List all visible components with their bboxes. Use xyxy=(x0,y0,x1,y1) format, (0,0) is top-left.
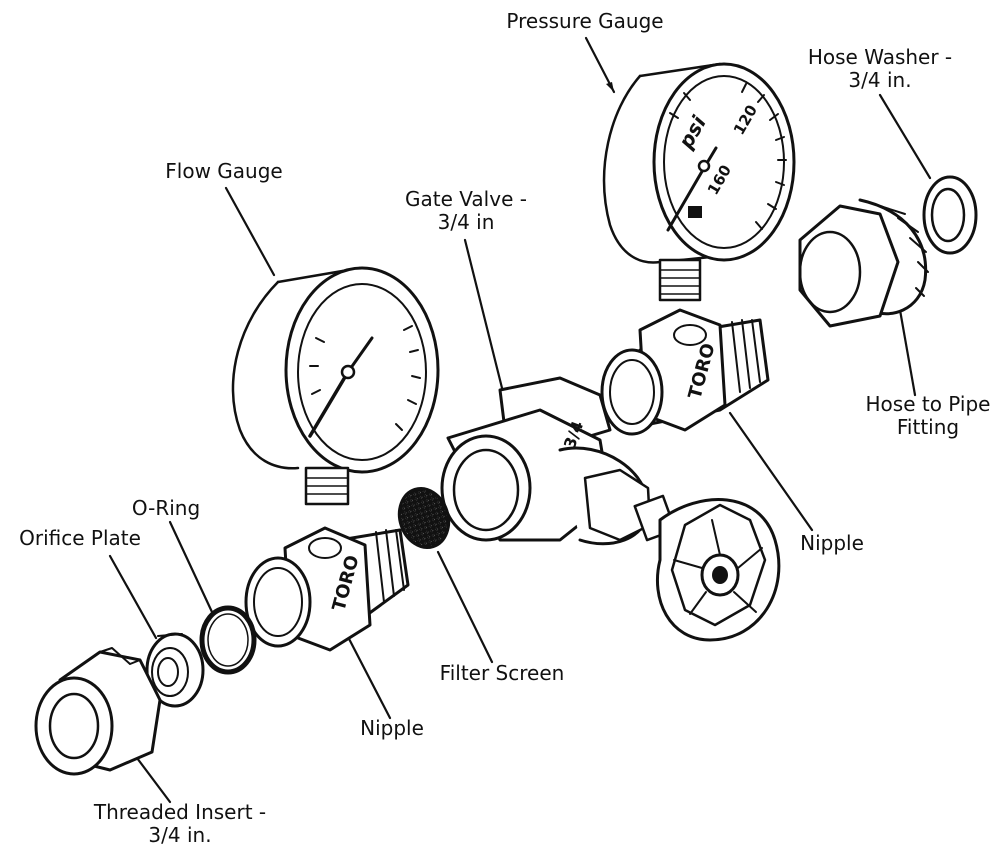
label-hose-to-pipe-line1: Hose to Pipe xyxy=(865,392,991,416)
hose-washer xyxy=(922,175,978,255)
label-gate-valve-line1: Gate Valve - xyxy=(405,187,527,211)
orifice-plate xyxy=(145,632,205,708)
gate-valve xyxy=(440,376,677,546)
filter-screen xyxy=(397,487,451,549)
label-hose-to-pipe-line2: Fitting xyxy=(896,415,960,439)
label-nipple-right-text: Nipple xyxy=(800,531,864,555)
label-hose-washer: Hose Washer - 3/4 in. xyxy=(808,46,952,92)
label-filter-screen-text: Filter Screen xyxy=(439,661,565,685)
leader-orifice-plate xyxy=(108,554,158,640)
label-nipple-right: Nipple xyxy=(800,532,864,555)
threaded-insert xyxy=(34,647,162,776)
leader-nipple-right xyxy=(728,411,814,532)
nipple-right xyxy=(600,308,770,436)
label-pressure-gauge-text: Pressure Gauge xyxy=(506,9,664,33)
leader-nipple-left xyxy=(344,631,392,720)
label-nipple-left-text: Nipple xyxy=(360,716,424,740)
label-hose-to-pipe: Hose to Pipe Fitting xyxy=(866,393,991,439)
label-flow-gauge: Flow Gauge xyxy=(165,160,282,183)
label-hose-washer-line2: 3/4 in. xyxy=(848,68,912,92)
handwheel xyxy=(655,498,781,642)
leader-lines xyxy=(108,36,932,804)
leader-filter-screen xyxy=(436,550,494,664)
label-orifice-plate: Orifice Plate xyxy=(19,527,141,550)
pressure-gauge-ticks xyxy=(669,83,787,230)
nipple-left xyxy=(244,526,410,652)
label-threaded-insert: Threaded Insert - 3/4 in. xyxy=(94,801,266,847)
hose-to-pipe-fitting xyxy=(798,198,929,328)
o-ring xyxy=(199,605,257,675)
label-gate-valve: Gate Valve - 3/4 in xyxy=(405,188,527,234)
label-o-ring: O-Ring xyxy=(132,497,200,520)
label-orifice-plate-text: Orifice Plate xyxy=(19,526,141,550)
leader-o-ring xyxy=(168,520,214,614)
label-threaded-insert-line1: Threaded Insert - xyxy=(93,800,267,824)
leader-gate-valve xyxy=(463,238,508,406)
label-threaded-insert-line2: 3/4 in. xyxy=(148,823,212,847)
flow-gauge-ticks xyxy=(309,325,421,431)
leader-flow-gauge xyxy=(224,186,276,277)
pressure-gauge xyxy=(602,62,796,302)
flow-gauge xyxy=(231,266,440,506)
label-o-ring-text: O-Ring xyxy=(131,496,201,520)
leader-hose-to-pipe xyxy=(898,308,917,397)
label-nipple-left: Nipple xyxy=(360,717,424,740)
label-gate-valve-line2: 3/4 in xyxy=(437,210,495,234)
label-pressure-gauge: Pressure Gauge xyxy=(506,10,663,33)
label-flow-gauge-text: Flow Gauge xyxy=(165,159,283,183)
label-filter-screen: Filter Screen xyxy=(440,662,565,685)
label-hose-washer-line1: Hose Washer - xyxy=(807,45,953,69)
leader-hose-washer xyxy=(878,93,932,180)
